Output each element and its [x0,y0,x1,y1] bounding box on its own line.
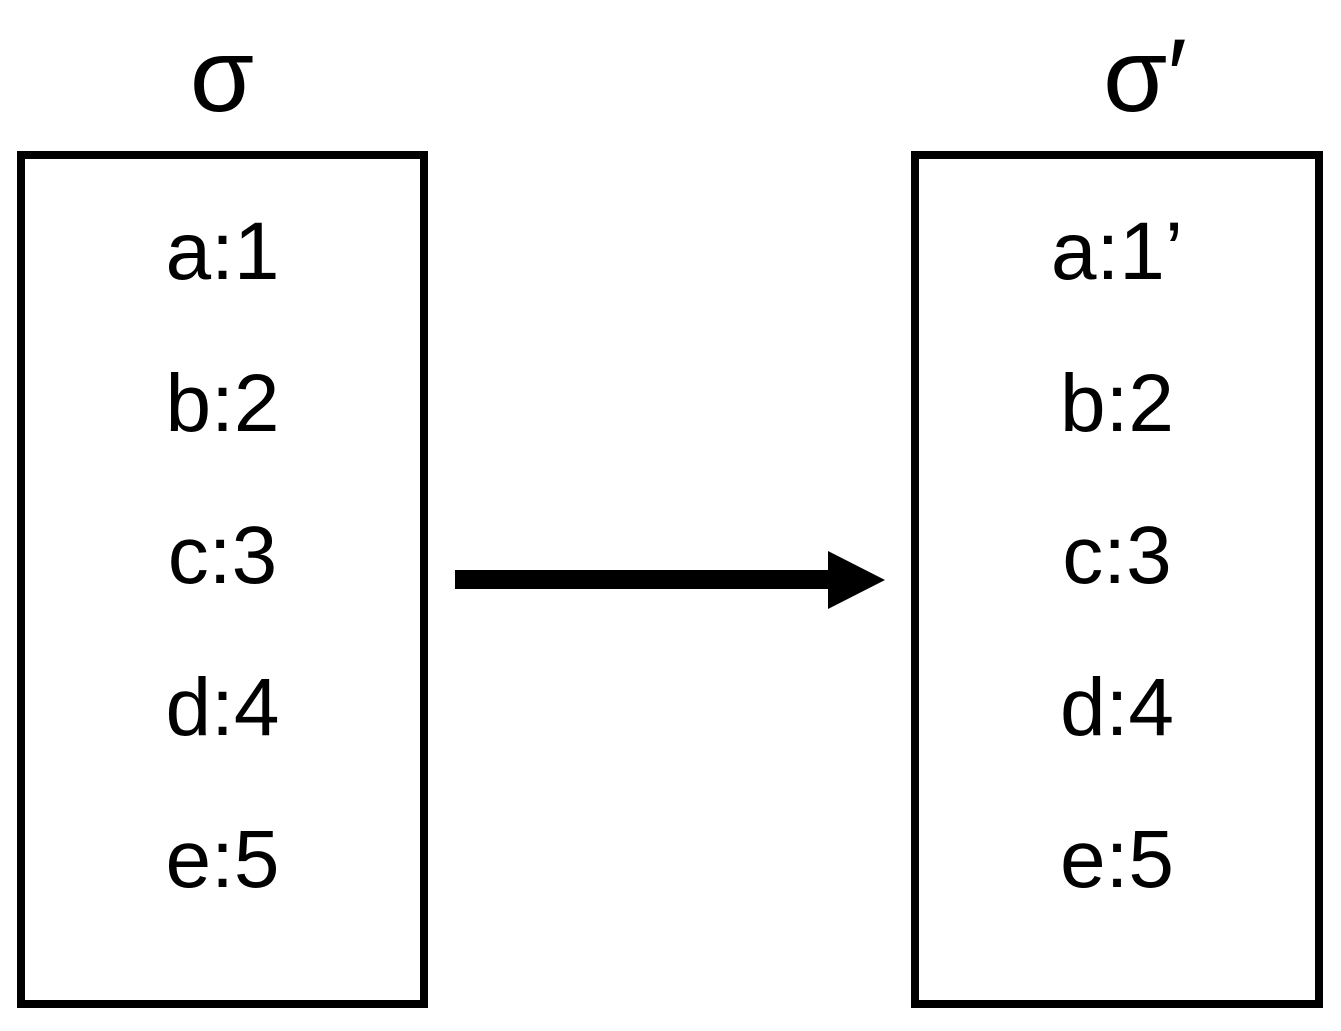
binding-row: b:2 [1060,358,1174,449]
binding-row: b:2 [165,358,280,449]
binding-row: c:3 [1062,510,1172,601]
binding-list-final: a:1’ b:2 c:3 d:4 e:5 [919,159,1315,1000]
binding-row: d:4 [1060,662,1174,753]
binding-row: e:5 [165,814,280,905]
state-label-sigma: σ [189,18,255,134]
state-box-initial: a:1 b:2 c:3 d:4 e:5 [17,151,428,1008]
binding-list-initial: a:1 b:2 c:3 d:4 e:5 [25,159,420,1000]
arrow-right-icon [455,551,885,609]
state-label-sigma-prime: σ′ [1103,18,1187,134]
state-box-final: a:1’ b:2 c:3 d:4 e:5 [911,151,1323,1008]
binding-row: a:1 [165,206,280,297]
binding-row: d:4 [165,662,280,753]
binding-row: a:1’ [1050,206,1184,297]
binding-row: c:3 [167,510,278,601]
transition-arrow [455,548,890,612]
binding-row: e:5 [1060,814,1174,905]
